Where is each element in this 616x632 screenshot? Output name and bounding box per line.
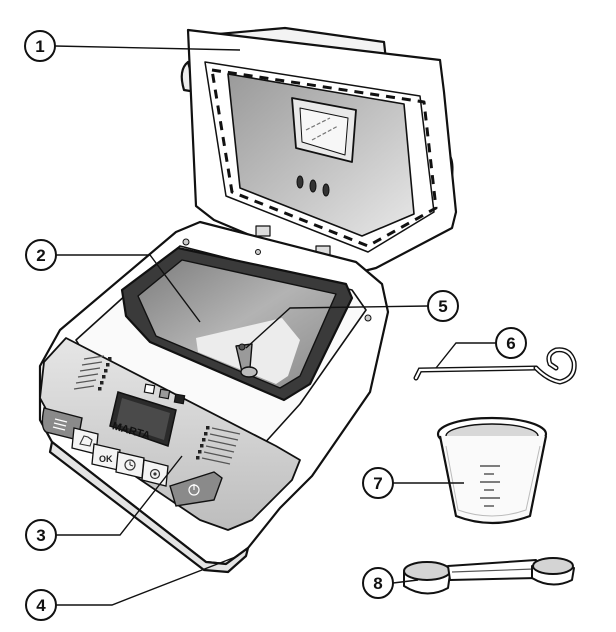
callout-4: 4 — [25, 589, 57, 621]
leader-lines — [54, 45, 496, 606]
menu-icon — [52, 418, 68, 431]
callout-8: 8 — [362, 567, 394, 599]
callouts: 1 2 3 4 5 6 7 8 — [24, 30, 527, 621]
svg-text:7: 7 — [373, 474, 382, 493]
svg-text:1: 1 — [35, 37, 44, 56]
power-icon — [188, 484, 200, 496]
svg-text:8: 8 — [373, 574, 382, 593]
callout-7: 7 — [362, 467, 394, 499]
program-list-right — [196, 426, 241, 465]
svg-text:3: 3 — [36, 526, 45, 545]
callout-6: 6 — [495, 327, 527, 359]
program-list-left — [73, 355, 112, 391]
clock-icon — [124, 459, 136, 471]
svg-text:OK: OK — [99, 454, 113, 464]
lid — [180, 26, 458, 274]
callout-3: 3 — [25, 519, 57, 551]
hand-icon — [79, 435, 93, 447]
callout-2: 2 — [25, 239, 57, 271]
start-stop-button[interactable] — [169, 471, 223, 507]
program-button[interactable] — [141, 459, 169, 487]
control-panel: MARTA — [41, 355, 241, 507]
callout-5: 5 — [427, 290, 459, 322]
svg-text:5: 5 — [438, 297, 447, 316]
measuring-spoon — [403, 557, 575, 595]
machine-body — [38, 220, 390, 574]
callout-1: 1 — [24, 30, 56, 62]
kneading-paddle — [235, 343, 258, 378]
svg-text:6: 6 — [506, 334, 515, 353]
svg-text:4: 4 — [36, 596, 46, 615]
paddle-removal-hook — [413, 347, 577, 385]
crust-indicators — [143, 383, 186, 405]
svg-text:2: 2 — [36, 246, 45, 265]
measuring-cup — [436, 416, 548, 525]
